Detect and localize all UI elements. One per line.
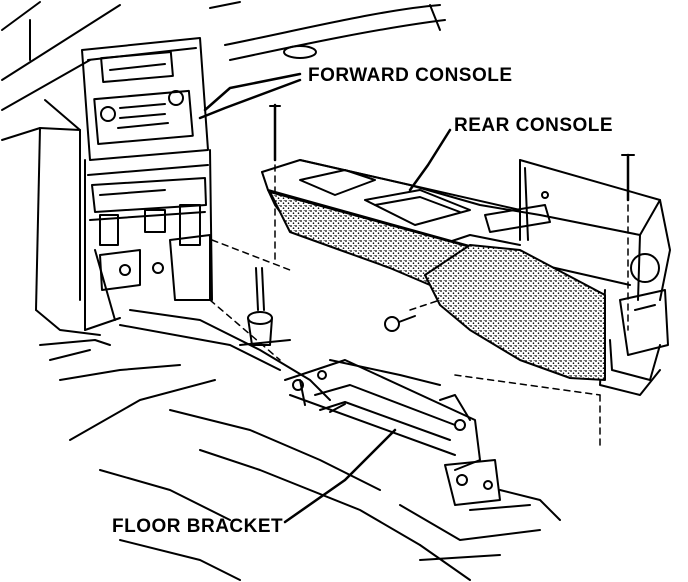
gear-shifter — [239, 267, 291, 346]
floor-bracket-label: FLOOR BRACKET — [112, 516, 284, 537]
alignment-dashes — [209, 164, 629, 446]
forward-console-label: FORWARD CONSOLE — [308, 65, 513, 86]
windshield-frame — [1, 1, 446, 111]
dashboard-body — [1, 99, 101, 336]
mounting-screws — [269, 103, 635, 332]
rear-console-label: REAR CONSOLE — [454, 115, 614, 136]
floor-bracket — [284, 359, 501, 506]
rear-console-carpet — [269, 191, 606, 381]
rear-console — [261, 159, 671, 396]
floor-tunnel — [39, 309, 561, 581]
callout-leaders — [198, 72, 452, 524]
forward-console — [81, 37, 213, 331]
